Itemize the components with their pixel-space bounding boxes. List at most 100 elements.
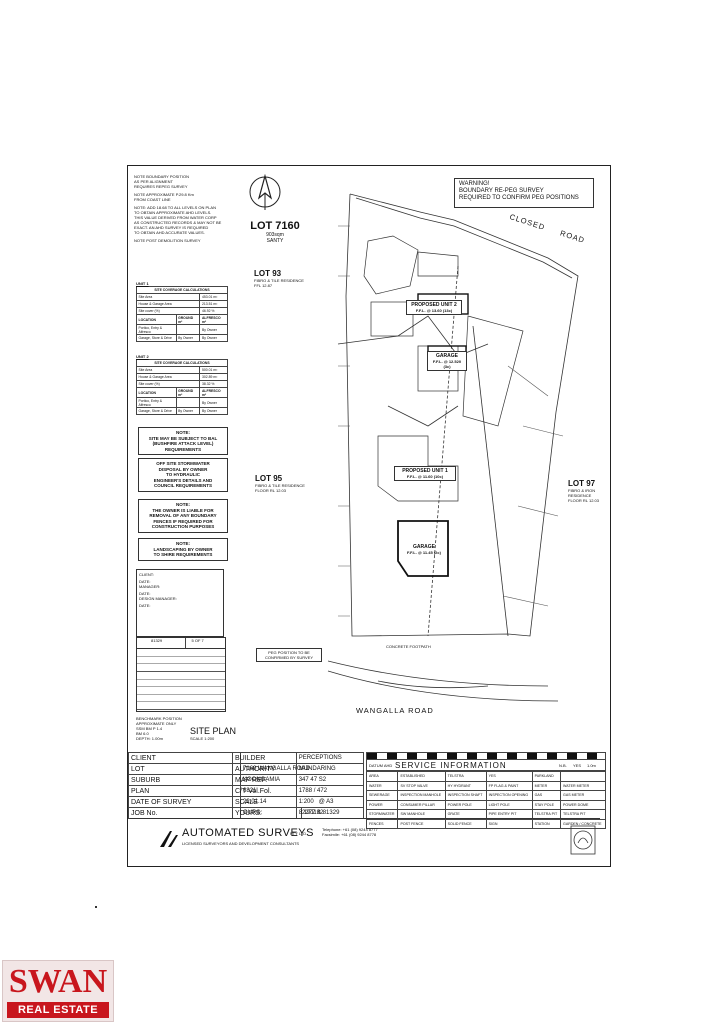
coverage-cell: Garage, Store & Drive [136, 334, 177, 342]
garage-2-label: GARAGE F.F.L. @ 12.520 (3c) [427, 351, 467, 371]
unit-ffl: F.F.L. @ 13.60 (13c) [415, 308, 453, 313]
warning-line: REQUIRED TO CONFIRM PEG POSITIONS [459, 195, 579, 201]
note-landscaping: NOTE: LANDSCAPING BY OWNER TO SHIRE REQU… [138, 538, 228, 561]
lot-97-label: LOT 97 FIBRO & IRON RESIDENCE FLOOR RL 1… [568, 479, 608, 503]
service-contour: 1.0m [587, 762, 596, 768]
note-line: NOTE APPROXIMATE P.29.8 Km [134, 192, 194, 197]
note-line: REMOVAL OF ANY BOUNDARY [149, 513, 217, 518]
note-line: TO OBTAIN APPROXIMATE AHD LEVELS. [134, 210, 212, 215]
bench-line: APPROXIMATE ONLY [136, 721, 177, 726]
signoff-line: DATE: [139, 603, 151, 608]
signoff-line: DESIGN MANAGER: [139, 596, 177, 601]
company-tagline: LICENSED SURVEYORS AND DEVELOPMENT CONSU… [182, 841, 300, 846]
coverage-cell: 38.32 % [199, 380, 228, 388]
lot-title: LOT 7160 [250, 220, 300, 232]
coverage-cell: LOCATION [136, 387, 177, 398]
authority-label: AUTHORITY [232, 763, 297, 775]
note-line: COUNCIL REQUIREMENTS [154, 483, 212, 488]
coverage-cell: By Owner [199, 324, 228, 335]
coverage-title: UNIT 1 [136, 281, 149, 286]
svc-cell: SEWERAGE [365, 790, 399, 801]
note-line: ENGINEER'S DETAILS AND [153, 477, 213, 483]
yours-label: YOURS: [232, 807, 297, 819]
mapref-label: MAP REF. [232, 774, 297, 786]
note-line: AS CONSTRUCTED RECORDS & MAY NOT BE [134, 220, 222, 225]
coverage-cell: Site cover (%) [135, 380, 201, 388]
bench-line: BM 6.0 [136, 731, 149, 736]
mapref-value: 347 47 S2 [295, 774, 365, 786]
site-plan-scale: SCALE 1:200 [190, 736, 215, 741]
coverage-cell: By Owner [199, 334, 228, 342]
plan-label: PLAN [127, 785, 242, 797]
svc-cell: WATER [365, 780, 399, 791]
scale-value: 1:200 [298, 799, 314, 805]
signoff-block: CLIENT: DATE: MANAGER: DATE: DESIGN MANA… [136, 569, 224, 637]
company-logo-icon [160, 831, 178, 847]
surveyor-seal-icon [570, 825, 596, 855]
service-info: DATUM AHD SERVICE INFORMATION N.B. YES 1… [365, 752, 606, 829]
svc-cell: SOLID FENCE [444, 818, 487, 829]
svc-cell: SV STOP VALVE [397, 780, 446, 791]
coverage-cell: LOCATION [136, 314, 177, 325]
svc-cell: GARDEN / CONCRETE [560, 818, 606, 829]
garage-ffl: F.F.L. @ 11.45 (2c) [407, 550, 441, 555]
lot-7160-label: LOT 7160 903sqm SANTY [240, 220, 310, 244]
note-stormwater: OFF SITE STORMWATER DISPOSAL BY OWNER TO… [138, 458, 228, 492]
note-line: AS PER ALIGNMENT [134, 179, 173, 184]
svc-cell: TELSTRA [444, 771, 487, 782]
signoff-line: DATE: [139, 591, 151, 596]
svc-cell: CONSUMER PILLAR [397, 799, 446, 810]
ct-value: 1788 / 472 [295, 785, 365, 797]
svc-cell: POWER DOME [560, 799, 606, 810]
svc-cell: ESTABLISHED [397, 771, 446, 782]
svc-cell: INSPECTION OPENING [485, 790, 533, 801]
coverage-cell: By Owner [199, 397, 228, 408]
coverage-cell: Garage, Store & Drive [136, 407, 177, 415]
coverage-cell: House & Garage Area [135, 300, 201, 308]
garage-ffl: F.F.L. @ 12.520 (3c) [432, 359, 462, 369]
lot-title: LOT 95 [255, 474, 283, 483]
brand-bar [7, 1002, 109, 1018]
coverage-cell: 302.89 m² [199, 373, 228, 381]
signoff-line: MANAGER: [139, 584, 161, 589]
svc-cell [560, 771, 606, 782]
coverage-header: SITE COVERAGE CALCULATIONS [136, 286, 228, 294]
unit-title: PROPOSED UNIT 1 [402, 468, 448, 474]
scale-label: SCALE [232, 796, 297, 808]
svc-cell: GAS METER [560, 790, 606, 801]
revision-grid [136, 648, 226, 712]
svc-cell: GAS [531, 790, 562, 801]
lot-desc: FIBRO & TILE RESIDENCE [254, 278, 304, 283]
svc-cell: LIGHT POLE [485, 799, 533, 810]
lot-93-label: LOT 93 FIBRO & TILE RESIDENCE FFL 12.87 [254, 269, 314, 288]
coverage-cell: By Owner [175, 407, 201, 415]
coverage-cell: House & Garage Area [135, 373, 201, 381]
coverage-cell: By Owner [175, 334, 201, 342]
note-line: REQUIRES REPEG SURVEY [134, 184, 188, 189]
signoff-line: CLIENT: [139, 572, 154, 577]
lot-title: LOT 93 [254, 269, 282, 278]
note-line: DISPOSAL BY OWNER [158, 466, 208, 472]
svc-cell: INSPECTION MANHOLE [397, 790, 446, 801]
svc-cell: STATION [531, 818, 562, 829]
company-block: AUTOMATED SURVEYS PTY LTD LICENSED SURVE… [130, 818, 600, 863]
note-line: OFF SITE STORMWATER [156, 461, 210, 466]
note-line: LANDSCAPING BY OWNER [153, 546, 213, 552]
service-gps: YES [573, 762, 582, 768]
brand-subtitle: REAL ESTATE [17, 1004, 99, 1016]
lot-95-label: LOT 95 FIBRO & TILE RESIDENCE FLOOR RL 1… [255, 474, 317, 493]
ct-label: C/T Vol.Fol. [232, 785, 297, 797]
note-line: FROM COAST LINE [134, 197, 171, 202]
note-line: CONSTRUCTION PURPOSES [151, 524, 215, 529]
coverage-cell [175, 397, 201, 408]
warning-box: WARNING! BOUNDARY RE-PEG SURVEY REQUIRED… [454, 178, 594, 208]
benchmark-note: BENCHMARK POSITION APPROXIMATE ONLY SSM … [136, 716, 196, 741]
scale-suffix: @ A3 [318, 799, 334, 805]
company-contact: Facsimile: +61 (08) 9244 8778 [322, 832, 377, 837]
site-plan-sheet: NOTE BOUNDARY POSITION AS PER ALIGNMENT … [127, 165, 611, 867]
note-line: NOTE: ADD 18.68 TO ALL LEVELS ON PLAN [134, 205, 216, 210]
note-line: THIS VALUE DERIVED FROM WATER CORP [134, 215, 217, 220]
